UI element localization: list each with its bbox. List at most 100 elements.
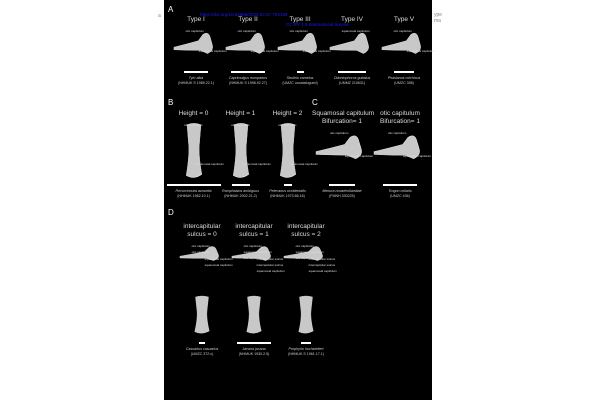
column-heading: Height = 0 [178,110,209,117]
specimen-number: (NHMUK 2002.21.2) [224,194,257,198]
species-italic: Phasianus colchicus [387,76,421,80]
specimen-number: (NHMUK S 1998.92.27) [229,81,267,85]
structure-label: squamosal capitulum [195,161,225,166]
quadrate-bone-image [185,123,202,178]
structure-label: squamosal capitulum [302,49,331,54]
right-edge-text-2: ma [434,18,441,24]
panel-label-a: A [168,5,174,14]
species-name: Tyto alba [170,76,222,81]
structure-label: squamosal capitulum [345,154,374,159]
structure-label: intercapitular sulcus [308,263,336,268]
column-heading: Type II [238,16,258,23]
figure-page: https://doi.org/10.64898/2026.02.07.7041… [164,0,435,400]
specimen-number: (UMZC 398) [394,81,414,85]
structure-label: intercapitular sulcus [308,257,336,262]
structure-label: squamosal capitulum [289,161,319,166]
quadrate-bone-image [246,295,262,334]
quadrate-bone-image [232,123,249,178]
species-italic: Porphyrio hochstetteri [288,347,324,351]
species-name: Menura novaehollandiae [312,189,372,194]
column-heading: Type IV [340,16,364,23]
structure-label: squamosal capitulum [242,161,272,166]
scale-bar [383,184,417,186]
quadrate-bone-image [179,246,219,261]
scale-bar [231,71,265,73]
specimen-number: (UMZC 436) [390,194,410,198]
quadrate-bone-image [277,32,317,54]
quadrate-bone-image [194,295,210,334]
quadrate-bone-image [231,246,271,261]
column-heading: sulcus = 0 [187,231,217,238]
column-heading: Squamosal capitulum [312,110,375,117]
column-heading: Height = 2 [272,110,303,117]
species-name: Struthio camelus [274,76,326,81]
doi-link[interactable]: https://doi.org/10.64898/2026.02.07.7041… [200,12,288,17]
column-heading: Bifurcation= 1 [322,118,362,125]
species-italic: Ramphastos ambiguus [222,189,259,193]
structure-label: otic capitulum [231,123,250,127]
structure-label: otic capitulum [191,244,210,248]
column-heading: intercapitular [235,223,273,230]
panel-label-b: B [168,98,174,107]
scale-bar [166,184,221,186]
structure-label: otic capitulum [191,250,210,254]
structure-label: squamosal capitulum [204,263,233,268]
structure-label: otic capitulum [243,256,262,260]
species-name: Recurvirostra avosetta [170,189,217,194]
quadrate-bone-image [381,32,421,54]
structure-label: squamosal capitulum [256,269,285,274]
specimen-number: (NHMUK S 1989.22.1) [178,81,214,85]
column-heading: Type V [393,16,415,23]
species-italic: Recurvirostra avosetta [175,189,212,193]
structure-label: squamosal capitulum [341,29,370,33]
structure-label: squamosal capitulum [403,154,432,159]
quadrate-bone-image [283,246,323,261]
column-heading: sulcus = 2 [291,231,321,238]
structure-label: squamosal capitulum [295,250,324,254]
panel-label-d: D [168,208,174,217]
left-edge-text: a [158,13,161,19]
structure-label: otic capitulum [185,29,204,33]
scale-bar [237,342,271,344]
structure-label: otic capitulum [330,131,349,135]
species-name: Phasianus colchicus [378,76,430,81]
column-heading: Bifurcation= 1 [380,118,420,125]
column-heading: otic capitulum [380,110,420,117]
species-name: Jacana jacana [228,347,280,352]
species-name: Odontophorus guttatus [326,76,378,81]
structure-label: otic capitulum [278,123,297,127]
scale-bar [338,71,366,73]
column-heading: intercapitular [183,223,221,230]
scale-bar [231,184,250,186]
scale-bar [199,342,205,344]
species-italic: Odontophorus guttatus [333,76,371,80]
species-italic: Jacana jacana [242,347,266,351]
specimen-number: (UMMZ 210631) [338,81,366,85]
specimen-number: (UMZC uncatalogued) [282,81,318,85]
quadrate-bone-image [173,32,213,54]
quadrate-bone-image [315,135,362,160]
column-heading: intercapitular [287,223,325,230]
specimen-number: (UMZC 372.c) [190,352,214,356]
license-text: CC-BY 4.0 International license [286,22,349,27]
column-heading: Type III [289,16,311,23]
quadrate-bone-image [279,123,296,178]
species-italic: Caprimulgus europaeus [228,76,268,80]
structure-label: intercapitular sulcus [256,263,284,268]
specimen-number: (NHMUK 1973.66.16) [270,194,305,198]
structure-label: squamosal capitulum [243,250,272,254]
structure-label: otic capitulum [388,131,407,135]
species-italic: Trogon collaris [388,189,412,193]
structure-label: otic capitulum [289,29,308,33]
scale-bar [394,71,414,73]
column-heading: Height = 1 [225,110,256,117]
specimen-number: (FMNH 330225) [329,194,355,198]
structure-label: otic capitulum [295,256,314,260]
specimen-number: (NHMUK 1962.10.1) [177,194,210,198]
quadrate-bone-image [373,135,420,160]
species-italic: Casuarius casuarius [185,347,219,351]
column-heading: Type I [187,16,205,23]
scale-bar [301,342,311,344]
scale-bar [184,71,208,73]
species-italic: Menura novaehollandiae [322,189,362,193]
